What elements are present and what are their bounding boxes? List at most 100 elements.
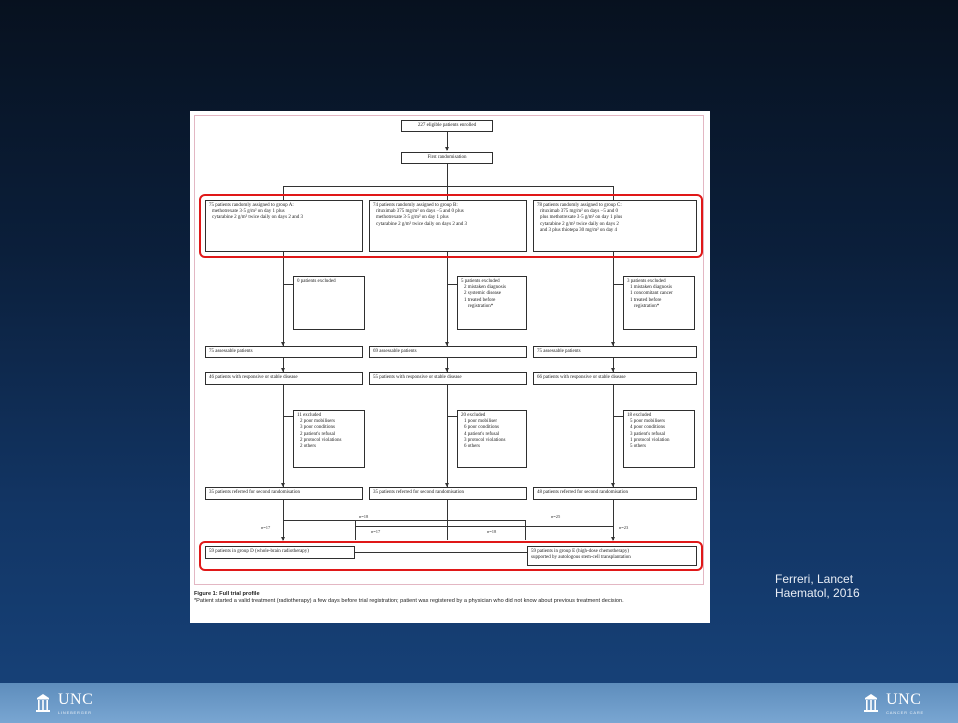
arrow-head (281, 342, 285, 346)
second-randomisation-c-box: 48 patients referred for second randomis… (533, 487, 697, 500)
exclusion-c-line: 1 concomitant cancer (630, 291, 673, 297)
second-exclusion-b-line: 1 poor mobiliser (464, 419, 498, 425)
exclusion-b-line: 1 treated before (464, 297, 496, 303)
second-exclusion-c-line: 1 protocol violation (630, 437, 670, 443)
connector (525, 520, 526, 540)
second-exclusion-a-line: 2 poor mobilisers (300, 419, 335, 425)
group-c-line: plus methotrexate 3·5 g/m² on day 1 plus (540, 215, 623, 221)
second-exclusion-a-box: 11 excluded 2 poor mobilisers 3 poor con… (293, 410, 365, 468)
group-a-line: methotrexate 3·5 g/m² on day 1 plus (212, 209, 285, 215)
assessable-c-box: 75 assessable patients (533, 346, 697, 358)
connector (283, 252, 284, 346)
exclusion-b-line: 2 mistaken diagnosis (464, 285, 506, 291)
final-groups-highlight (199, 541, 703, 571)
exclusion-a-box: 0 patients excluded (293, 276, 365, 330)
responsive-b-text: 55 patients with responsive or stable di… (373, 375, 462, 380)
first-randomisation-text: First randomisation (427, 155, 467, 160)
exclusion-c-line: 3 patients excluded (627, 279, 666, 284)
connector (447, 284, 457, 285)
second-exclusion-a-line: 3 poor conditions (300, 425, 335, 431)
n-label: n=17 (261, 525, 271, 530)
group-e-box: 59 patients in group E (high-dose chemot… (527, 546, 697, 566)
responsive-c-text: 66 patients with responsive or stable di… (537, 375, 626, 380)
second-exclusion-a-line: 2 protocol violations (300, 437, 342, 443)
arrow-head (611, 537, 615, 541)
logo-wordmark: UNC CANCER CARE (886, 691, 924, 716)
connector (355, 552, 527, 553)
exclusion-b-box: 5 patients excluded 2 mistaken diagnosis… (457, 276, 527, 330)
exclusion-c-line: 1 treated before (630, 297, 662, 303)
connector (283, 186, 613, 187)
responsive-a-text: 46 patients with responsive or stable di… (209, 375, 298, 380)
citation-line: Haematol, 2016 (775, 586, 860, 600)
connector (447, 416, 457, 417)
arrow-head (281, 537, 285, 541)
connector (613, 252, 614, 346)
second-exclusion-b-line: 6 others (464, 444, 480, 450)
caption-title: Figure 1: Full trial profile (194, 591, 260, 597)
n-label: n=23 (619, 525, 629, 530)
first-randomisation-box: First randomisation (401, 152, 493, 164)
assessable-b-text: 69 assessable patients (373, 349, 417, 354)
n-label: n=17 (371, 529, 381, 534)
groups-highlight (199, 194, 703, 258)
group-b-line: methotrexate 3·5 g/m² on day 1 plus (376, 215, 449, 221)
group-b-line: 74 patients randomly assigned to group B… (373, 203, 458, 208)
responsive-c-box: 66 patients with responsive or stable di… (533, 372, 697, 385)
group-c-line: rituximab 375 mg/m² on days −5 and 0 (540, 209, 619, 215)
second-randomisation-b-box: 35 patients referred for second randomis… (369, 487, 527, 500)
exclusion-c-line: 1 mistaken diagnosis (630, 285, 672, 291)
logo-wordmark: UNC LINEBERGER (58, 691, 94, 716)
connector (447, 186, 448, 200)
second-randomisation-a-text: 35 patients referred for second randomis… (209, 490, 300, 495)
logo-subtext: LINEBERGER (58, 710, 92, 715)
second-exclusion-a-line: 11 excluded (297, 413, 322, 418)
connector (447, 358, 448, 372)
second-exclusion-b-line: 6 poor conditions (464, 425, 499, 431)
exclusion-c-box: 3 patients excluded 1 mistaken diagnosis… (623, 276, 695, 330)
arrow-head (445, 483, 449, 487)
n-label: n=25 (551, 514, 561, 519)
connector (283, 284, 293, 285)
arrow-head (281, 368, 285, 372)
second-exclusion-c-line: 5 poor mobilisers (630, 419, 665, 425)
logo-text: UNC (58, 691, 94, 708)
connector (447, 385, 448, 487)
responsive-a-box: 46 patients with responsive or stable di… (205, 372, 363, 385)
footer-bar (0, 683, 958, 723)
group-b-line: cytarabine 2 g/m² twice daily on days 2 … (376, 221, 468, 227)
second-exclusion-b-line: 4 patient's refusal (464, 431, 500, 437)
connector (283, 358, 284, 372)
group-a-box: 75 patients randomly assigned to group A… (205, 200, 363, 252)
connector (283, 520, 525, 521)
arrow-head (611, 368, 615, 372)
group-b-box: 74 patients randomly assigned to group B… (369, 200, 527, 252)
connector (283, 186, 284, 200)
second-exclusion-b-box: 20 excluded 1 poor mobiliser 6 poor cond… (457, 410, 527, 468)
n-label: n=18 (487, 529, 497, 534)
group-b-line: rituximab 375 mg/m² on days −5 and 0 plu… (376, 209, 464, 215)
connector (447, 132, 448, 150)
group-a-line: cytarabine 2 g/m² twice daily on days 2 … (212, 215, 304, 221)
citation-line: Ferreri, Lancet (775, 572, 854, 586)
connector (613, 186, 614, 200)
n-label: n=18 (359, 514, 369, 519)
responsive-b-box: 55 patients with responsive or stable di… (369, 372, 527, 385)
second-exclusion-c-line: 18 excluded (627, 413, 652, 418)
exclusion-a-line: 0 patients excluded (297, 279, 336, 284)
group-d-text: 59 patients in group D (whole-brain radi… (209, 549, 309, 554)
exclusion-c-line: registration* (634, 303, 660, 309)
connector (447, 164, 448, 186)
connector (447, 252, 448, 346)
old-well-icon (34, 692, 52, 714)
connector (613, 500, 614, 540)
group-a-line: 75 patients randomly assigned to group A… (209, 203, 294, 208)
second-randomisation-b-text: 35 patients referred for second randomis… (373, 490, 464, 495)
arrow-head (611, 483, 615, 487)
second-exclusion-a-line: 2 others (300, 444, 316, 450)
old-well-icon (862, 692, 880, 714)
unc-lineberger-logo: UNC LINEBERGER (34, 690, 93, 716)
group-c-line: 78 patients randomly assigned to group C… (537, 203, 622, 208)
arrow-head (281, 483, 285, 487)
